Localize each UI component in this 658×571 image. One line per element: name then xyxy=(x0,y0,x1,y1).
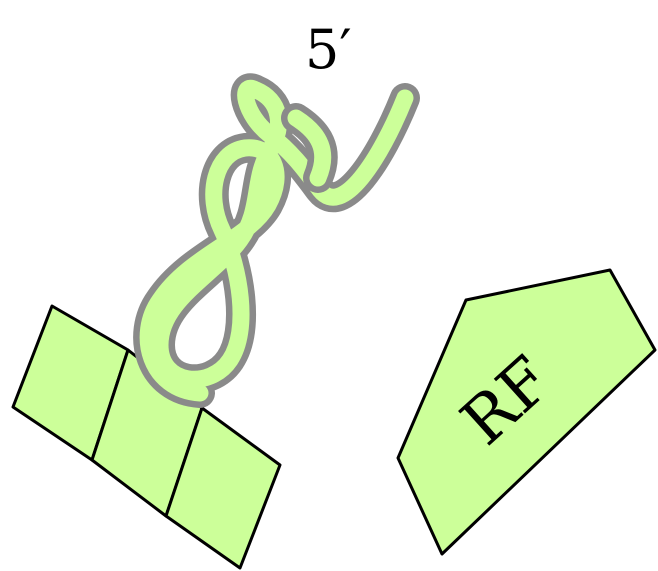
twisted-strand xyxy=(148,88,405,393)
strand-end-label: 5′ xyxy=(305,18,352,81)
strand-fill xyxy=(148,88,405,393)
rf-domain: RF xyxy=(398,270,655,554)
